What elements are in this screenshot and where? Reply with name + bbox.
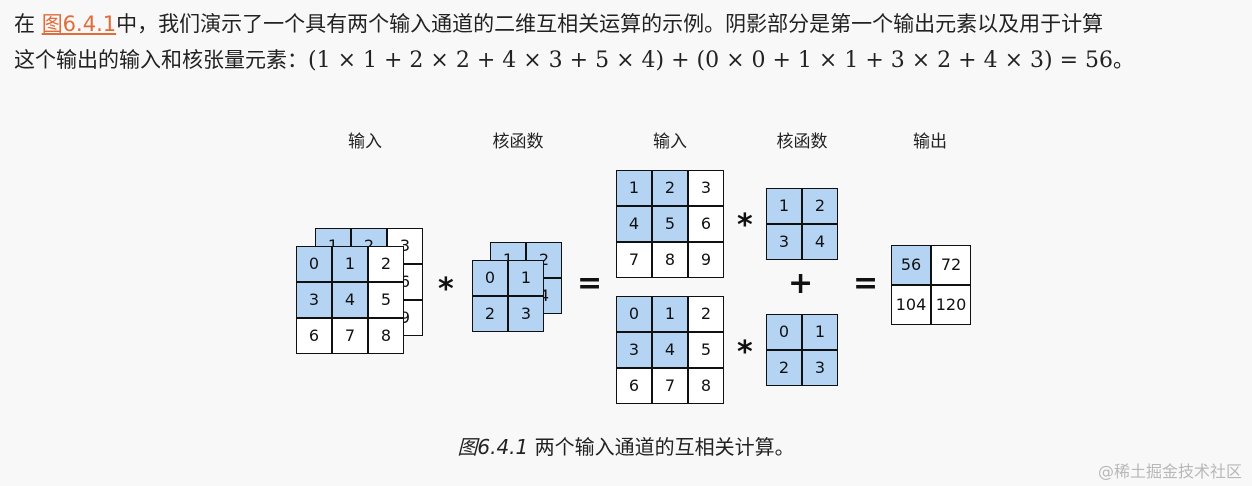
input-channel-2-cell: 3	[616, 332, 652, 368]
stacked-input-front-cell: 1	[332, 246, 368, 282]
kernel-channel-2-cell: 2	[766, 350, 802, 386]
output-cell: 120	[931, 285, 971, 325]
paragraph-line-1: 在 图6.4.1中，我们演示了一个具有两个输入通道的二维互相关运算的示例。阴影部…	[14, 6, 1244, 42]
stacked-input-front-cell: 6	[296, 318, 332, 354]
input-channel-1-cell: 6	[688, 206, 724, 242]
caption-figure-number: 图6.4.1	[457, 435, 529, 459]
input-channel-1-cell: 4	[616, 206, 652, 242]
caption-text: 两个输入通道的互相关计算。	[528, 435, 795, 459]
stacked-input-front-cell: 4	[332, 282, 368, 318]
operator-multiply-3: *	[737, 335, 753, 370]
operator-multiply-1: *	[438, 272, 454, 307]
kernel-channel-1-cell: 2	[802, 188, 838, 224]
operator-equals-1: =	[577, 266, 603, 301]
watermark: @稀土掘金技术社区	[1097, 462, 1242, 481]
paragraph-text-2: 这个输出的输入和核张量元素：	[14, 48, 308, 72]
kernel-channel-1-cell: 3	[766, 224, 802, 260]
output-cell: 104	[891, 285, 931, 325]
input-channel-2-cell: 4	[652, 332, 688, 368]
input-channel-1-cell: 9	[688, 242, 724, 278]
kernel-channel-2-cell: 0	[766, 314, 802, 350]
stacked-kernel-front-cell: 0	[472, 260, 508, 296]
stacked-input-front-cell: 7	[332, 318, 368, 354]
label-output: 输出	[913, 132, 947, 152]
intro-paragraph: 在 图6.4.1中，我们演示了一个具有两个输入通道的二维互相关运算的示例。阴影部…	[14, 6, 1244, 79]
stacked-input-front-cell: 3	[296, 282, 332, 318]
paragraph-line-2: 这个输出的输入和核张量元素：(1 × 1 + 2 × 2 + 4 × 3 + 5…	[14, 42, 1244, 79]
input-channel-1-cell: 1	[616, 170, 652, 206]
input-channel-2-cell: 5	[688, 332, 724, 368]
input-channel-2-cell: 2	[688, 296, 724, 332]
stacked-input-front-cell: 2	[368, 246, 404, 282]
input-channel-2-cell: 1	[652, 296, 688, 332]
stacked-input-front-cell: 0	[296, 246, 332, 282]
operator-plus: +	[788, 266, 814, 301]
input-channel-1-cell: 5	[652, 206, 688, 242]
input-channel-1-cell: 8	[652, 242, 688, 278]
figure-link[interactable]: 图6.4.1	[41, 12, 117, 36]
kernel-channel-1-cell: 1	[766, 188, 802, 224]
figure-caption: 图6.4.1 两个输入通道的互相关计算。	[0, 431, 1252, 460]
operator-equals-2: =	[853, 266, 879, 301]
kernel-channel-2-cell: 3	[802, 350, 838, 386]
kernel-channel-2-cell: 1	[802, 314, 838, 350]
input-channel-1-cell: 3	[688, 170, 724, 206]
input-channel-1-cell: 7	[616, 242, 652, 278]
stacked-kernel-front-cell: 1	[508, 260, 544, 296]
stacked-input-front-cell: 5	[368, 282, 404, 318]
output-cell: 56	[891, 245, 931, 285]
label-input-channels: 输入	[653, 132, 687, 152]
label-kernel-channels: 核函数	[776, 132, 828, 152]
paragraph-suffix: 。	[1113, 48, 1134, 72]
kernel-channel-1-cell: 4	[802, 224, 838, 260]
input-channel-1-cell: 2	[652, 170, 688, 206]
stacked-kernel-front-cell: 2	[472, 296, 508, 332]
input-channel-2-cell: 6	[616, 368, 652, 404]
stacked-input-front-cell: 8	[368, 318, 404, 354]
label-kernel-stacked: 核函数	[492, 132, 544, 152]
formula: (1 × 1 + 2 × 2 + 4 × 3 + 5 × 4) + (0 × 0…	[308, 48, 1113, 73]
input-channel-2-cell: 8	[688, 368, 724, 404]
output-cell: 72	[931, 245, 971, 285]
label-input-stacked: 输入	[348, 132, 382, 152]
operator-multiply-2: *	[737, 208, 753, 243]
input-channel-2-cell: 7	[652, 368, 688, 404]
paragraph-text-1: 中，我们演示了一个具有两个输入通道的二维互相关运算的示例。阴影部分是第一个输出元…	[116, 12, 1104, 36]
stacked-kernel-front-cell: 3	[508, 296, 544, 332]
input-channel-2-cell: 0	[616, 296, 652, 332]
paragraph-prefix: 在	[14, 12, 42, 36]
